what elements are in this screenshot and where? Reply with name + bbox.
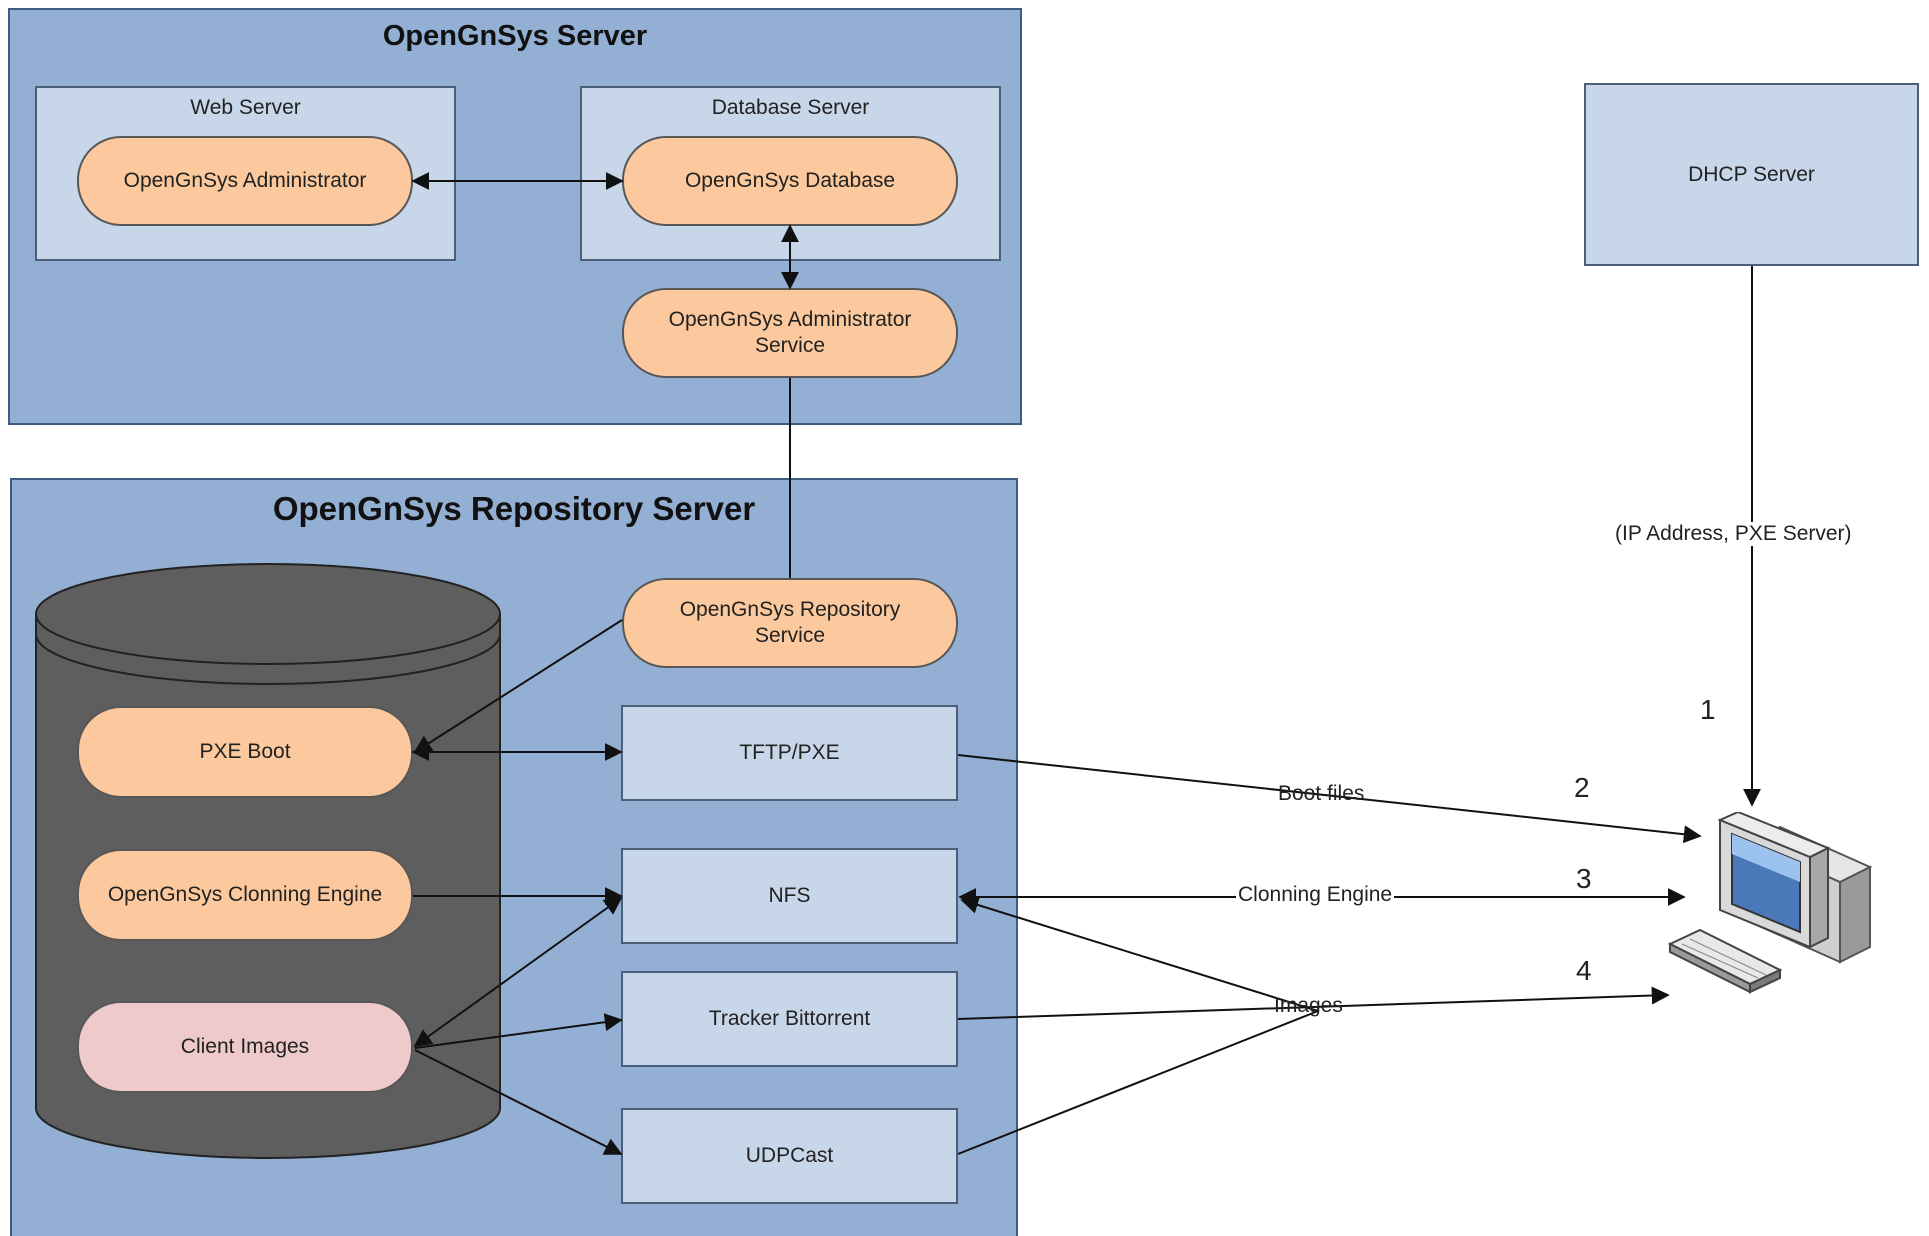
opengnsys-server-title: OpenGnSys Server (382, 20, 648, 52)
boot-files-label: Boot files (1278, 782, 1365, 805)
opengnsys-repository-service: OpenGnSys Repository Service (622, 578, 958, 668)
opengnsys-administrator: OpenGnSys Administrator (77, 136, 413, 226)
web-server-label: Web Server (190, 96, 301, 119)
opengnsys-clonning-engine: OpenGnSys Clonning Engine (77, 849, 413, 941)
pxe-boot: PXE Boot (77, 706, 413, 798)
client-computer-icon (1667, 812, 1873, 994)
clonning-engine-label: Clonning Engine (1236, 883, 1395, 907)
opengnsys-administrator-service: OpenGnSys Administrator Service (622, 288, 958, 378)
dhcp-response-label: (IP Address, PXE Server) (1613, 522, 1854, 546)
udpcast-box: UDPCast (621, 1108, 958, 1204)
tftp-pxe-box: TFTP/PXE (621, 705, 958, 801)
client-images: Client Images (77, 1001, 413, 1093)
step-1: 1 (1700, 694, 1716, 725)
step-4: 4 (1576, 955, 1592, 986)
tracker-bittorrent-box: Tracker Bittorrent (621, 971, 958, 1067)
database-server-label: Database Server (711, 96, 870, 119)
images-label: Images (1274, 994, 1343, 1017)
step-3: 3 (1576, 863, 1592, 894)
dhcp-server-box: DHCP Server (1584, 83, 1919, 266)
nfs-box: NFS (621, 848, 958, 944)
step-2: 2 (1574, 772, 1590, 803)
repository-server-title: OpenGnSys Repository Server (272, 490, 756, 527)
opengnsys-database: OpenGnSys Database (622, 136, 958, 226)
